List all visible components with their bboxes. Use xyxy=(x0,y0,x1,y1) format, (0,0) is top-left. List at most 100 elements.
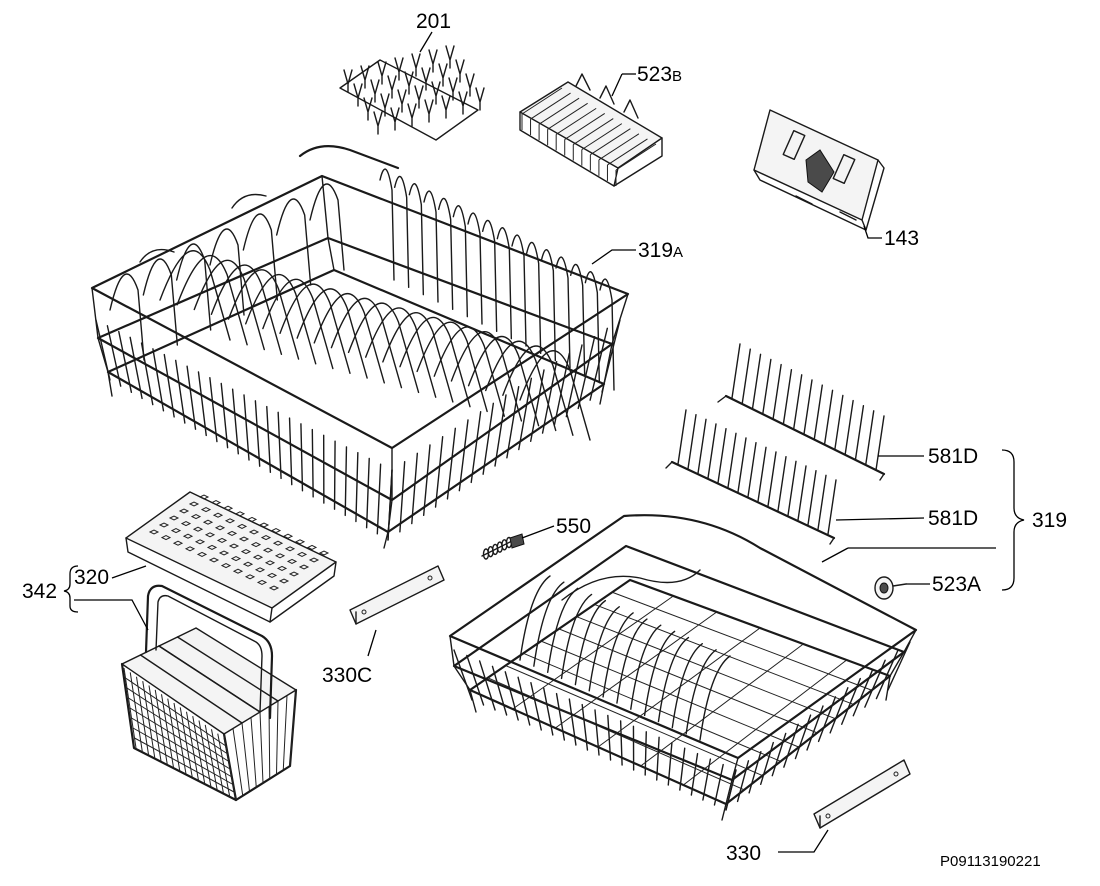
lid-hole xyxy=(220,563,232,569)
wire-segment xyxy=(717,427,727,484)
wire-segment xyxy=(555,692,566,741)
wire-segment xyxy=(736,760,750,803)
wire-segment xyxy=(546,587,579,674)
wire-segment xyxy=(475,87,485,111)
wire-segment xyxy=(380,93,390,117)
wire-segment xyxy=(731,343,741,399)
wire-segment xyxy=(521,87,563,115)
wire-segment xyxy=(450,331,523,422)
wire-segment xyxy=(467,212,483,325)
wire-segment xyxy=(242,213,279,301)
wire-segment xyxy=(852,668,874,717)
lid-hole xyxy=(238,536,250,542)
lid-hole xyxy=(204,532,216,538)
wire-segment xyxy=(875,650,899,700)
wire-segment xyxy=(223,733,237,801)
part-330c-strip xyxy=(349,565,445,625)
wire-segment xyxy=(259,711,264,784)
wire-segment xyxy=(555,256,571,369)
lid-hole xyxy=(318,550,330,556)
lid-hole xyxy=(180,521,192,527)
wire-segment xyxy=(452,205,469,318)
wire-segment xyxy=(481,219,498,333)
wire-segment xyxy=(109,273,145,361)
wire-segment xyxy=(540,249,557,362)
wire-segment xyxy=(597,627,761,748)
wire-segment xyxy=(677,409,687,465)
wire-segment xyxy=(865,410,875,466)
wire-segment xyxy=(282,695,288,771)
wire-segment xyxy=(241,722,250,792)
wire-segment xyxy=(431,81,441,105)
wire-segment xyxy=(607,138,648,166)
lid-hole xyxy=(256,579,268,585)
lid-hole xyxy=(250,542,262,548)
wire-segment xyxy=(584,271,601,384)
wire-segment xyxy=(434,435,444,508)
wire-segment xyxy=(333,440,336,510)
wire-segment xyxy=(275,198,312,286)
label-550: 550 xyxy=(556,515,591,538)
wire-segment xyxy=(210,264,283,355)
wire-segment xyxy=(783,723,799,768)
wire-segment xyxy=(823,389,834,445)
wire-segment xyxy=(512,595,674,710)
wire-segment xyxy=(132,727,234,785)
lid-hole xyxy=(294,539,306,545)
lid-hole xyxy=(288,571,300,577)
wire-segment xyxy=(266,405,272,474)
wire-segment xyxy=(511,234,527,347)
wire-segment xyxy=(197,371,207,437)
lid-hole xyxy=(244,574,256,580)
wire-segment xyxy=(437,197,454,311)
wire-segment xyxy=(193,259,265,351)
wire-segment xyxy=(560,593,593,680)
part-319a-upper-basket xyxy=(90,145,630,549)
wire-segment xyxy=(394,57,404,81)
wire-segment xyxy=(466,654,485,706)
leader-330c xyxy=(367,629,377,657)
wire-segment xyxy=(455,59,465,83)
wire-segment xyxy=(220,382,229,449)
wire-segment xyxy=(125,677,226,747)
wire-segment xyxy=(373,111,383,135)
wire-segment xyxy=(397,89,407,113)
wire-segment xyxy=(446,427,457,500)
wire-segment xyxy=(428,49,438,73)
wire-segment xyxy=(555,611,717,729)
wire-segment xyxy=(360,65,370,89)
wire-segment xyxy=(767,451,777,507)
wire-segment xyxy=(683,659,847,786)
wire-segment xyxy=(644,731,647,776)
wire-segment xyxy=(163,353,175,418)
leader-320 xyxy=(111,565,147,579)
wire-segment xyxy=(118,330,133,394)
lid-hole xyxy=(148,529,160,535)
label-523a: 523A xyxy=(932,573,981,596)
wire-segment xyxy=(379,168,395,281)
lid-hole xyxy=(252,554,264,560)
wire-segment xyxy=(494,394,507,467)
wire-segment xyxy=(159,250,231,341)
wire-segment xyxy=(390,107,400,131)
wire-segment xyxy=(803,379,813,435)
part-581d-tine-rack-lower xyxy=(665,409,837,545)
wire-segment xyxy=(594,709,600,756)
lid-hole xyxy=(212,512,224,518)
wire-segment xyxy=(834,394,844,451)
wire-segment xyxy=(416,321,488,413)
wire-segment xyxy=(771,732,787,777)
lid-hole xyxy=(210,500,222,506)
label-319: 319 xyxy=(1032,509,1067,532)
wire-segment xyxy=(757,446,767,503)
lid-hole xyxy=(246,516,258,522)
lid-hole xyxy=(192,526,204,532)
label-319a: 319A xyxy=(638,239,683,262)
lid-hole xyxy=(206,544,218,550)
wire-segment xyxy=(262,278,334,370)
wire-segment xyxy=(590,128,631,156)
wire-segment xyxy=(355,451,359,523)
wire-segment xyxy=(387,469,393,541)
wire-segment xyxy=(741,348,751,404)
lid-hole xyxy=(268,585,280,591)
